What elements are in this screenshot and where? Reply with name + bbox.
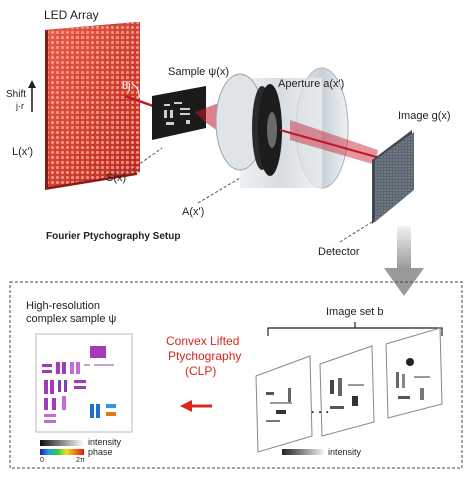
setup-title: Fourier Ptychography Setup xyxy=(46,231,181,242)
lx-label: L(x') xyxy=(12,146,34,158)
detector-label: Detector xyxy=(318,246,360,258)
leader-lines xyxy=(119,147,373,243)
theta-label: θj xyxy=(122,80,131,92)
shift-label: Shift xyxy=(6,89,27,100)
measured-image-2 xyxy=(319,345,375,437)
image-set-bracket xyxy=(267,322,443,336)
clp-line1: Convex Lifted xyxy=(166,334,240,348)
clp-line2: Ptychography xyxy=(168,349,242,363)
phase-colorbar xyxy=(40,449,84,455)
hr-title-line2: complex sample ψ xyxy=(26,313,117,325)
sample-label: Sample ψ(x) xyxy=(168,66,230,78)
detector-panel xyxy=(372,130,414,224)
stack-dots-1: · · · xyxy=(311,405,330,419)
aperture-label: Aperture a(x') xyxy=(278,78,345,90)
phase-label: phase xyxy=(88,447,113,457)
image-stack xyxy=(255,327,443,453)
image-set-intensity-colorbar xyxy=(282,449,324,455)
image-set-label: Image set b xyxy=(326,306,384,318)
sample-slide xyxy=(152,86,206,140)
led-array-label: LED Array xyxy=(44,8,99,22)
measured-image-3 xyxy=(385,327,443,419)
image-label: Image g(x) xyxy=(398,110,451,122)
jr-label: j·r xyxy=(16,101,24,111)
bar-min-label: 0 xyxy=(40,457,44,464)
intensity-colorbar xyxy=(40,440,84,446)
process-arrow xyxy=(384,226,424,296)
clp-arrow xyxy=(180,400,212,412)
led-array xyxy=(45,22,140,190)
clp-line3: (CLP) xyxy=(185,364,217,378)
lens-assembly xyxy=(215,67,349,189)
sx-label: S(x) xyxy=(106,172,127,184)
ax-label: A(x') xyxy=(182,206,205,218)
intensity-label: intensity xyxy=(88,437,122,447)
beam-axis xyxy=(279,129,381,159)
reconstruction-panel xyxy=(9,281,463,469)
image-set-intensity-label: intensity xyxy=(328,447,362,457)
focused-beam xyxy=(290,120,378,165)
theta-arc xyxy=(131,83,140,99)
shift-arrow xyxy=(28,80,36,112)
high-resolution-image xyxy=(35,333,133,433)
hr-title-line1: High-resolution xyxy=(26,300,100,312)
bar-max-label: 2π xyxy=(76,457,85,464)
